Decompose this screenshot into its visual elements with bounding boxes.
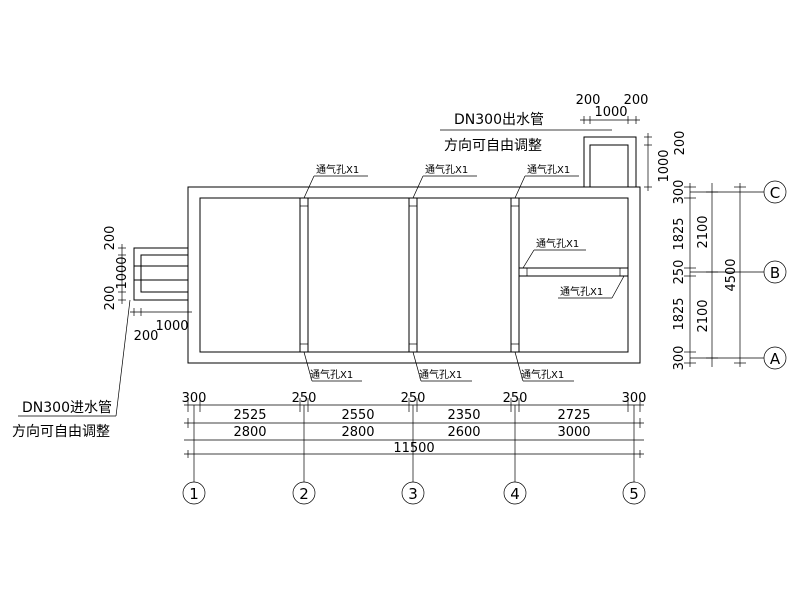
- outlet-label-line2: 方向可自由调整: [444, 138, 542, 154]
- partition-b: [518, 267, 629, 277]
- bottom-wall-2: 250: [292, 391, 317, 406]
- outlet-dim-height: 1000: [657, 149, 672, 182]
- inlet-label-line2: 方向可自由调整: [12, 424, 110, 440]
- grid-y-a: A: [770, 350, 781, 368]
- grid-y-c: C: [770, 184, 780, 202]
- right-axis-2: 2100: [696, 299, 711, 332]
- vent-label: 通气孔X1: [536, 237, 579, 250]
- bottom-wall-3: 250: [401, 391, 426, 406]
- outlet-dim-right: 200: [624, 93, 649, 108]
- bottom-clear-2: 2550: [341, 408, 374, 423]
- right-dimensions: 300 1825 250 1825 300 2100 2100 4500: [672, 180, 746, 371]
- right-wall-2: 250: [672, 260, 687, 285]
- bottom-axis-3: 2600: [447, 425, 480, 440]
- grid-x-2: 2: [299, 485, 309, 503]
- vent-label: 通气孔X1: [419, 368, 462, 381]
- vent-labels: 通气孔X1 通气孔X1 通气孔X1 通气孔X1 通气孔X1 通气孔X1 通气孔X…: [303, 163, 625, 382]
- inlet-dim-width: 1000: [155, 319, 188, 334]
- partition-4: [510, 197, 520, 353]
- outlet-label-line1: DN300出水管: [454, 112, 544, 128]
- inlet-dim-mid: 1000: [115, 256, 130, 289]
- vent-label: 通气孔X1: [425, 163, 468, 176]
- bottom-total: 11500: [393, 441, 434, 456]
- bottom-axis-1: 2800: [233, 425, 266, 440]
- outlet-dim-width: 1000: [594, 105, 627, 120]
- bottom-clear-1: 2525: [233, 408, 266, 423]
- inlet-box: 200 1000 200 200 1000 DN300进水管 方向可自由调整: [12, 226, 192, 440]
- outlet-dim-left: 200: [576, 93, 601, 108]
- tank-outer-wall: [187, 186, 641, 364]
- partition-2: [299, 197, 309, 353]
- vent-label: 通气孔X1: [521, 368, 564, 381]
- outlet-dim-top: 200: [673, 131, 688, 156]
- bottom-clear-3: 2350: [447, 408, 480, 423]
- bottom-dimensions: 300 250 250 250 300 2525 2550 2350 2725 …: [182, 391, 647, 458]
- vent-label: 通气孔X1: [316, 163, 359, 176]
- column-grid: 1 2 3 4 5: [182, 405, 646, 505]
- grid-x-3: 3: [408, 485, 418, 503]
- grid-x-4: 4: [510, 485, 520, 503]
- grid-y-b: B: [770, 264, 780, 282]
- inlet-dim-bottom: 200: [103, 286, 118, 311]
- bottom-wall-5: 300: [622, 391, 647, 406]
- inlet-dim-left: 200: [134, 329, 159, 344]
- bottom-axis-4: 3000: [557, 425, 590, 440]
- inlet-dim-top: 200: [103, 226, 118, 251]
- bottom-clear-4: 2725: [557, 408, 590, 423]
- vent-label: 通气孔X1: [527, 163, 570, 176]
- right-clear-2: 1825: [672, 297, 687, 330]
- bottom-axis-2: 2800: [341, 425, 374, 440]
- tank-inner-wall: [199, 197, 629, 353]
- right-wall-1: 300: [672, 180, 687, 205]
- vent-label: 通气孔X1: [310, 368, 353, 381]
- tank-walls: [187, 186, 641, 364]
- bottom-wall-4: 250: [503, 391, 528, 406]
- outlet-box: 200 1000 200 200 1000 DN300出水管 方向可自由调整: [440, 93, 688, 191]
- inlet-label-line1: DN300进水管: [22, 400, 112, 416]
- right-axis-1: 2100: [696, 215, 711, 248]
- right-clear-1: 1825: [672, 217, 687, 250]
- right-total: 4500: [724, 258, 739, 291]
- row-grid: C B A: [690, 180, 787, 370]
- partition-3: [408, 197, 418, 353]
- bottom-wall-1: 300: [182, 391, 207, 406]
- right-wall-3: 300: [672, 346, 687, 371]
- vent-label: 通气孔X1: [560, 285, 603, 298]
- grid-x-1: 1: [189, 485, 199, 503]
- grid-x-5: 5: [629, 485, 639, 503]
